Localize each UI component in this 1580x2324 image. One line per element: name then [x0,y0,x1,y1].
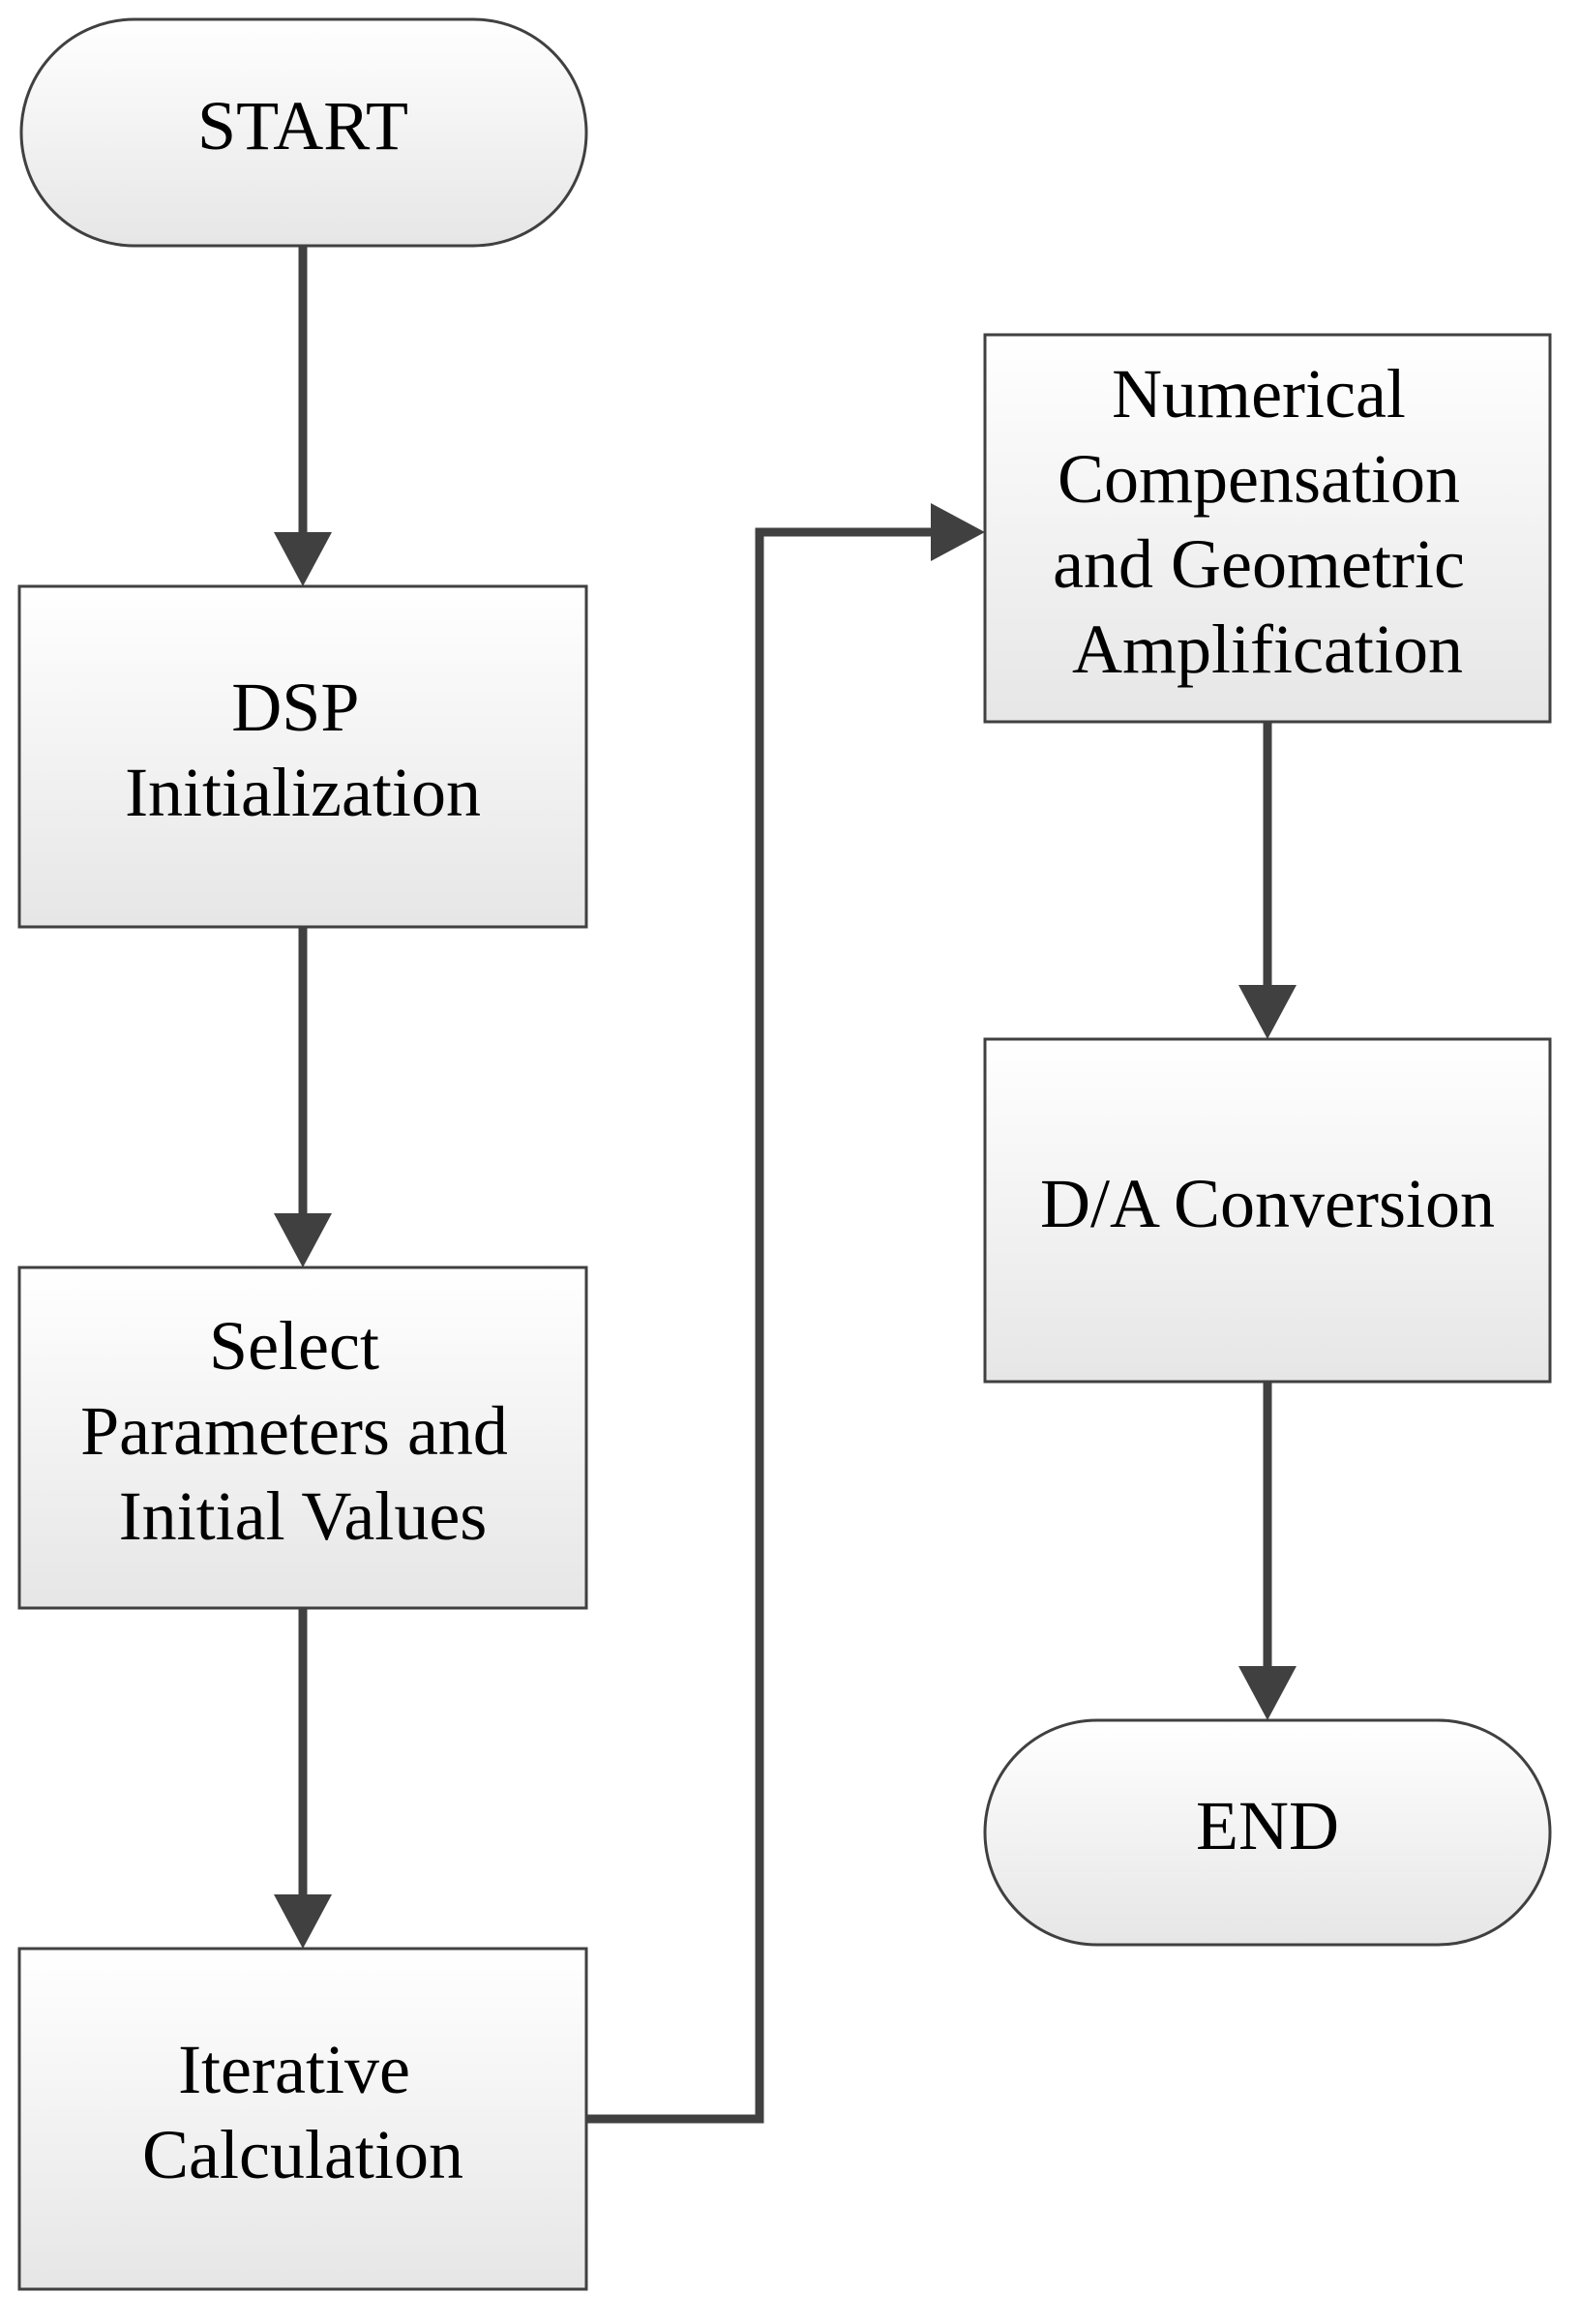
da-conversion-node: D/A Conversion [983,1037,1552,1384]
start-label: START [197,87,408,164]
numerical-compensation-label: Numerical Compensation and Geometric Amp… [1053,355,1482,688]
arrowhead-da [1238,985,1297,1039]
iterative-calculation-node: Iterative Calculation [17,1947,588,2291]
end-label: END [1196,1787,1339,1864]
arrowhead-end [1238,1666,1297,1720]
arrowhead-iterative [274,1894,332,1949]
iterative-calculation-label: Iterative Calculation [142,2031,463,2193]
da-conversion-label: D/A Conversion [1040,1165,1495,1242]
start-node: START [19,17,588,248]
connectors [274,246,1297,2124]
dsp-initialization-node: DSP Initialization [17,584,588,929]
arrowhead-select [274,1213,332,1267]
select-parameters-label: Select Parameters and Initial Values [80,1307,525,1555]
end-node: END [983,1718,1552,1947]
connector-iterative-to-numerical [584,527,937,2124]
dsp-initialization-label: DSP Initialization [125,669,481,831]
arrowhead-numerical [931,503,985,561]
select-parameters-node: Select Parameters and Initial Values [17,1266,588,1610]
arrowhead-dsp [274,532,332,586]
numerical-compensation-node: Numerical Compensation and Geometric Amp… [983,333,1552,724]
